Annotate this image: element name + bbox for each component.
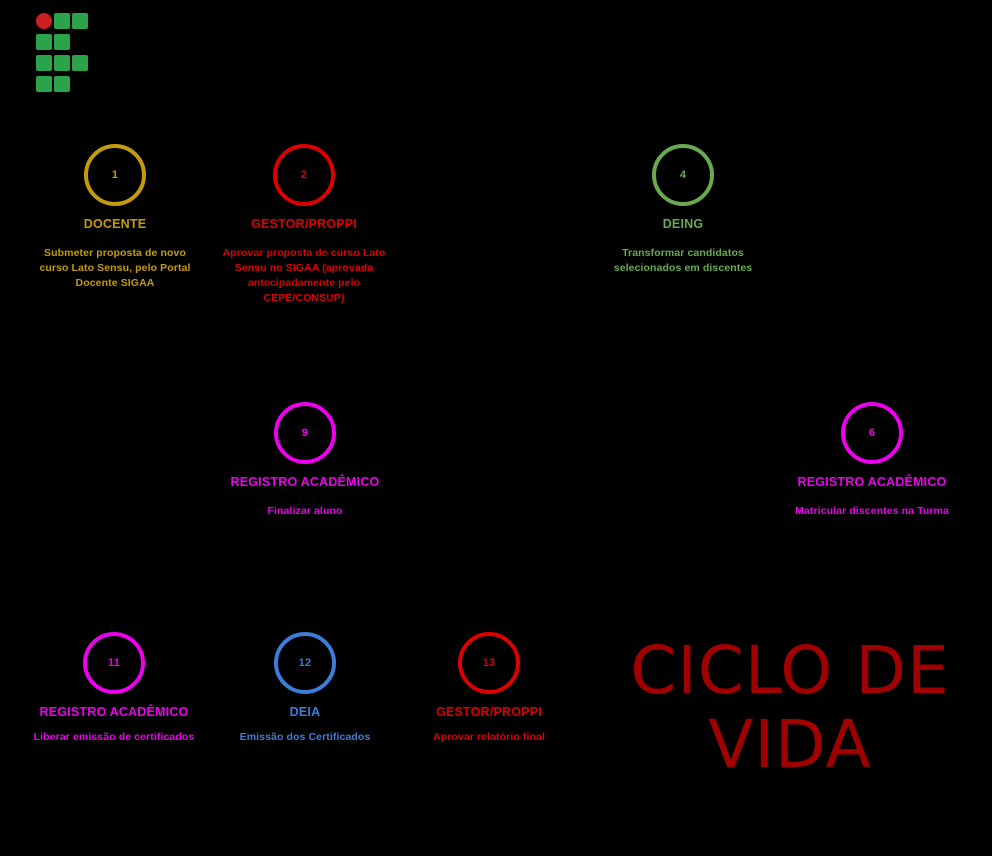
node-1-number: 1	[111, 169, 119, 181]
page-title: CICLO DE VIDA	[590, 634, 990, 782]
node-12-task: Emissão dos Certificados	[239, 731, 371, 743]
node-13-circle[interactable]: 13	[458, 632, 520, 694]
logo-square	[72, 13, 88, 29]
logo-dot-icon	[36, 13, 52, 29]
logo-square	[54, 55, 70, 71]
process-node-6[interactable]: 6 REGISTRO ACADÊMICO Matricular discente…	[787, 402, 957, 519]
node-12-role: DEIA	[289, 705, 321, 719]
node-11-circle[interactable]: 11	[83, 632, 145, 694]
logo-square	[54, 34, 70, 50]
node-4-number: 4	[679, 169, 687, 181]
node-9-circle[interactable]: 9	[274, 402, 336, 464]
node-1-circle[interactable]: 1	[84, 144, 146, 206]
instituto-federal-logo	[36, 13, 106, 95]
process-node-11[interactable]: 11 REGISTRO ACADÊMICO Liberar emissão de…	[29, 632, 199, 745]
node-11-number: 11	[107, 657, 121, 669]
node-4-task: Transformar candidatos selecionados em d…	[613, 247, 753, 274]
node-9-role: REGISTRO ACADÊMICO	[230, 475, 380, 489]
node-12-circle[interactable]: 12	[274, 632, 336, 694]
logo-square	[36, 76, 52, 92]
node-6-circle[interactable]: 6	[841, 402, 903, 464]
page-title-line-2: VIDA	[708, 706, 872, 783]
logo-square	[72, 55, 88, 71]
logo-square	[54, 76, 70, 92]
node-2-role: GESTOR/PROPPI	[251, 217, 357, 231]
node-9-number: 9	[301, 427, 309, 439]
node-13-role: GESTOR/PROPPI	[436, 705, 542, 719]
node-6-number: 6	[868, 427, 876, 439]
node-12-number: 12	[298, 657, 312, 669]
process-node-12[interactable]: 12 DEIA Emissão dos Certificados	[220, 632, 390, 745]
process-node-9[interactable]: 9 REGISTRO ACADÊMICO Finalizar aluno	[220, 402, 390, 519]
node-9-task: Finalizar aluno	[267, 505, 343, 517]
logo-square	[36, 55, 52, 71]
node-13-task: Aprovar relatório final	[433, 731, 545, 743]
node-6-role: REGISTRO ACADÊMICO	[797, 475, 947, 489]
node-1-task: Submeter proposta de novo curso Lato Sen…	[39, 247, 191, 289]
process-node-2[interactable]: 2 GESTOR/PROPPI Aprovar proposta de curs…	[219, 144, 389, 306]
node-13-number: 13	[482, 657, 496, 669]
node-4-role: DEING	[662, 217, 704, 231]
logo-square	[54, 13, 70, 29]
logo-square	[36, 34, 52, 50]
node-2-number: 2	[300, 169, 308, 181]
node-1-role: DOCENTE	[83, 217, 147, 231]
node-11-task: Liberar emissão de certificados	[33, 731, 195, 743]
process-node-4[interactable]: 4 DEING Transformar candidatos seleciona…	[598, 144, 768, 276]
node-6-task: Matricular discentes na Turma	[795, 505, 949, 517]
node-2-circle[interactable]: 2	[273, 144, 335, 206]
node-11-role: REGISTRO ACADÊMICO	[39, 705, 189, 719]
page-title-line-1: CICLO DE	[630, 632, 950, 709]
process-node-1[interactable]: 1 DOCENTE Submeter proposta de novo curs…	[30, 144, 200, 291]
process-node-13[interactable]: 13 GESTOR/PROPPI Aprovar relatório final	[404, 632, 574, 745]
node-4-circle[interactable]: 4	[652, 144, 714, 206]
node-2-task: Aprovar proposta de curso Lato Sensu no …	[222, 247, 386, 304]
